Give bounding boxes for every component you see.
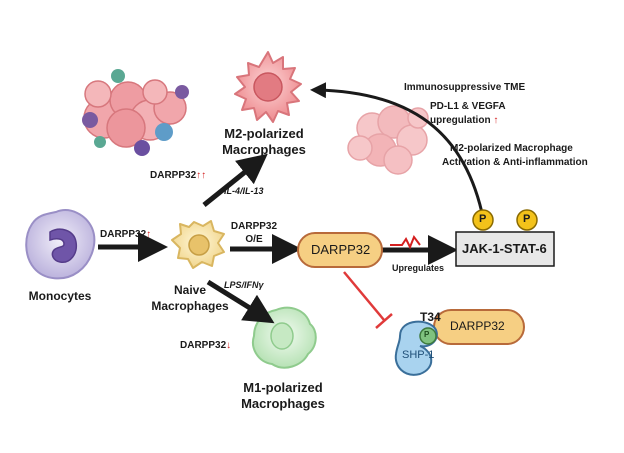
- m1-label-line1: M1-polarized: [243, 380, 323, 395]
- lps-ifng-label: LPS/IFNγ: [224, 280, 264, 290]
- tme-line1: Immunosuppressive TME: [404, 82, 526, 93]
- t34-label: T34: [420, 310, 441, 324]
- mono-darpp32-text: DARPP32: [100, 229, 147, 240]
- tme-line3: upregulation ↑: [430, 115, 498, 126]
- overexpression-label-line2: O/E: [245, 234, 263, 245]
- darpp32-node-label: DARPP32: [311, 242, 371, 257]
- phospho-stat-label: P: [523, 213, 531, 225]
- arrow-naive-to-m1: [206, 279, 275, 324]
- m2-label-line2: Macrophages: [222, 142, 306, 157]
- feedback-curve-arrow: [310, 82, 487, 229]
- inhibition-bar: [375, 313, 393, 329]
- double-up-arrow-indicator: ↑↑: [196, 170, 207, 181]
- tme-line5: Activation & Anti-inflammation: [442, 157, 588, 168]
- arrow-naive-to-m2: [202, 153, 268, 207]
- naive-label-line2: Macrophages: [151, 299, 229, 313]
- upregulation-signal-icon: [390, 234, 421, 250]
- darpp32-node: [297, 232, 383, 268]
- tumor-cluster-icon: [82, 69, 189, 156]
- tme-line4: M2-polarized Macrophage: [450, 143, 573, 154]
- phospho-t34-label: P: [424, 330, 430, 339]
- m2-darpp32-text: DARPP32: [150, 170, 197, 181]
- naive-label-line1: Naive: [173, 283, 207, 297]
- naive-to-m2-label: DARPP32↑↑: [150, 170, 206, 181]
- tme-line2: PD-L1 & VEGFA: [430, 101, 506, 112]
- phospho-stat-icon: [516, 209, 538, 231]
- naive-macrophage-icon: [171, 220, 225, 269]
- monocyte-icon: [25, 209, 96, 280]
- m1-darpp32-text: DARPP32: [180, 340, 227, 351]
- jak-stat-label: JAK-1-STAT-6: [462, 241, 547, 256]
- mono-to-naive-label: DARPP32↑: [100, 229, 151, 240]
- tumor-mass-icon: [347, 105, 429, 175]
- naive-to-m1-label: DARPP32↓: [180, 340, 231, 351]
- il4-il13-label: IL-4/IL-13: [224, 186, 264, 196]
- up-arrow-indicator: ↑: [146, 229, 152, 240]
- m2-macrophage-icon: [234, 51, 302, 123]
- phospho-t34-icon: [419, 327, 437, 345]
- overexpression-label-line1: DARPP32: [230, 221, 278, 232]
- phospho-jak-label: P: [479, 213, 487, 225]
- phospho-jak-icon: [472, 209, 494, 231]
- down-arrow-indicator: ↓: [226, 340, 232, 351]
- inhibition-line: [343, 271, 385, 321]
- jak-stat-node: [455, 231, 555, 267]
- upregulates-label: Upregulates: [392, 263, 445, 273]
- upregulation-text: upregulation: [430, 115, 491, 126]
- m1-label-line2: Macrophages: [241, 396, 325, 411]
- darpp32-bound-label: DARPP32: [450, 319, 505, 333]
- shp1-label: SHP-1: [402, 349, 435, 361]
- m2-label-line1: M2-polarized: [224, 126, 304, 141]
- tme-up-arrow-indicator: ↑: [493, 115, 499, 126]
- monocytes-label: Monocytes: [28, 289, 92, 303]
